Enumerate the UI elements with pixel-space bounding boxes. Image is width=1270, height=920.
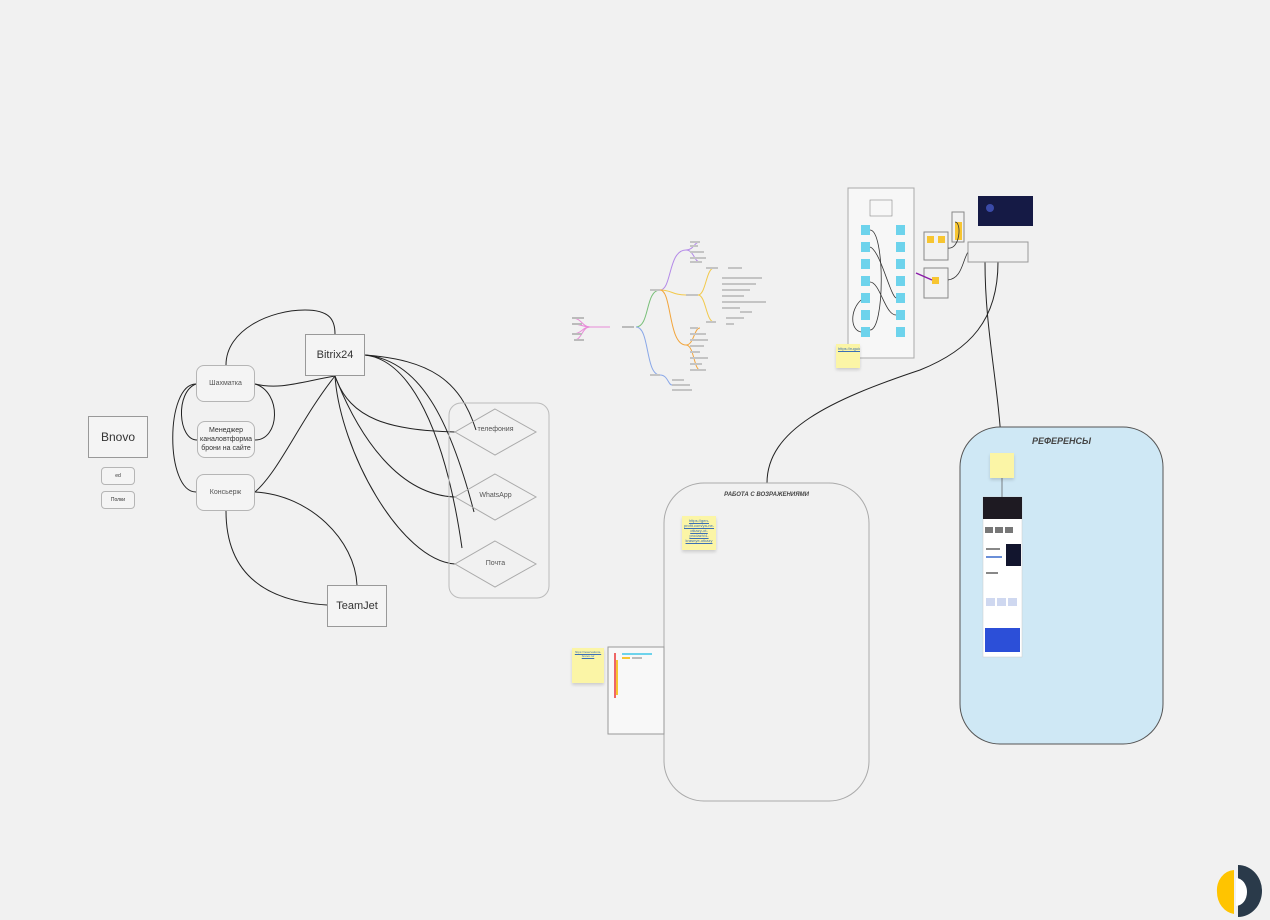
shakhmatka-node[interactable]: Шахматка	[196, 365, 255, 402]
shakhmatka-label: Шахматка	[209, 380, 242, 387]
telephony-label: телефония	[477, 426, 514, 433]
teamjet-node[interactable]: TeamJet	[327, 585, 387, 627]
bitrix24-node[interactable]: Bitrix24	[305, 334, 365, 376]
flowchart-frame[interactable]	[847, 187, 1033, 359]
bnovo-sub-label-2: Полки	[110, 497, 126, 503]
objections-frame[interactable]	[663, 482, 870, 802]
objections-frame-title: РАБОТА С ВОЗРАЖЕНИЯМИ	[724, 492, 809, 498]
brand-logo-icon	[1216, 865, 1262, 917]
concierge-node[interactable]: Консьерж	[196, 474, 255, 511]
references-frame-title: РЕФЕРЕНСЫ	[1031, 436, 1092, 446]
bnovo-sub-label-1: ed	[115, 473, 121, 479]
reference-screenshot[interactable]	[982, 496, 1023, 658]
manager-label: Менеджер каналовтформа брони на сайте	[200, 427, 252, 452]
mail-diamond[interactable]	[453, 540, 538, 588]
objections-sticky-note[interactable]: https://gen-profit.com/ya-ne-otkazy-ot-p…	[682, 516, 716, 550]
flowchart-sticky-note[interactable]: https://ruguide.top	[836, 344, 860, 368]
channels-container	[448, 402, 550, 599]
spreadsheet-preview[interactable]	[607, 646, 665, 735]
diagram-connectors	[172, 261, 1003, 606]
bnovo-sub-node-1[interactable]: ed	[101, 467, 135, 485]
references-sticky-note[interactable]	[990, 453, 1014, 478]
left-sticky-note[interactable]: https://reservations-bnovo.ru/	[572, 648, 604, 683]
bnovo-node[interactable]: Bnovo	[88, 416, 148, 458]
mail-label: Почта	[485, 560, 506, 567]
mind-map[interactable]	[571, 241, 766, 391]
concierge-label: Консьерж	[209, 489, 242, 496]
bnovo-label: Bnovo	[100, 430, 136, 444]
whatsapp-diamond[interactable]	[453, 473, 538, 521]
whatsapp-label: WhatsApp	[479, 492, 512, 499]
telephony-diamond[interactable]	[453, 408, 538, 456]
bnovo-sub-node-2[interactable]: Полки	[101, 491, 135, 509]
manager-node[interactable]: Менеджер каналовтформа брони на сайте	[197, 421, 255, 458]
bitrix24-label: Bitrix24	[316, 349, 354, 361]
teamjet-label: TeamJet	[336, 600, 378, 612]
